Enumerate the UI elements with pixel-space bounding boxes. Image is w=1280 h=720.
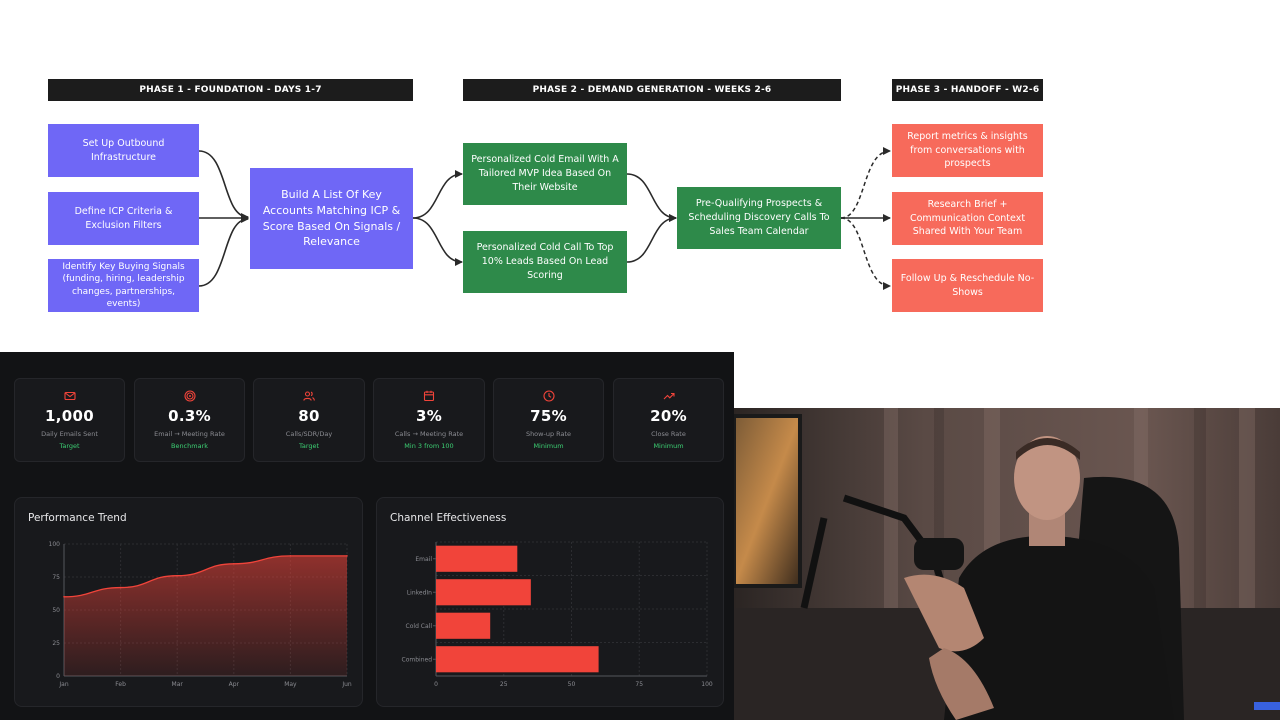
x-tick-label: Jan [58, 681, 68, 688]
trend-point [63, 596, 65, 598]
kpi-sub: Minimum [533, 442, 564, 450]
kpi-sub: Target [298, 442, 320, 450]
node-outbound-infrastructure: Set Up Outbound Infrastructure [48, 124, 199, 177]
trending-up-icon [663, 392, 675, 400]
x-tick-label: Mar [172, 681, 184, 688]
connector-prequal-followup [840, 217, 891, 290]
person-body [944, 535, 1174, 720]
kpi-label: Email → Meeting Rate [154, 430, 225, 438]
trend-point [233, 563, 235, 565]
person-head [1014, 436, 1080, 520]
x-tick-label: Feb [115, 681, 126, 688]
trend-point [119, 586, 122, 589]
kpi-label: Calls → Meeting Rate [394, 430, 464, 438]
phase-2-header: PHASE 2 - DEMAND GENERATION - WEEKS 2-6 [463, 79, 841, 101]
kpi-sub: Minimum [653, 442, 684, 450]
channel-effectiveness-title: Channel Effectiveness [390, 512, 507, 524]
kpi-value: 20% [650, 407, 687, 425]
kpi-card-show-up-rate: 75% Show-up Rate Minimum [493, 378, 604, 462]
kpi-sub: Benchmark [170, 442, 209, 450]
y-tick-label: 0 [56, 673, 60, 680]
node-research-brief: Research Brief + Communication Context S… [892, 192, 1043, 245]
y-tick-label: Combined [402, 656, 433, 663]
y-tick-label: 25 [52, 640, 60, 647]
kpi-sub: Min 3 from 100 [404, 442, 454, 450]
x-tick-label: 50 [568, 681, 576, 688]
bar-cold-call [436, 612, 491, 639]
kpi-card-calls-meeting-rate: 3% Calls → Meeting Rate Min 3 from 100 [373, 378, 485, 462]
kpi-label: Daily Emails Sent [41, 430, 98, 438]
presenter-photo [734, 408, 1280, 720]
x-tick-label: May [284, 681, 297, 688]
presenter-webcam-video [734, 408, 1280, 720]
x-tick-label: Apr [229, 681, 240, 688]
connector-outbound-accounts [198, 150, 249, 221]
monitor [734, 416, 800, 586]
bar-email [436, 545, 518, 572]
node-pre-qualifying: Pre-Qualifying Prospects & Scheduling Di… [677, 187, 841, 249]
kpi-card-close-rate: 20% Close Rate Minimum [613, 378, 724, 462]
connector-accounts-email [412, 170, 463, 219]
x-tick-label: 25 [500, 681, 508, 688]
x-tick-label: 100 [701, 681, 713, 688]
connector-prequal-report [840, 147, 891, 219]
phase-1-header: PHASE 1 - FOUNDATION - DAYS 1-7 [48, 79, 413, 101]
kpi-card-daily-emails: 1,000 Daily Emails Sent Target [14, 378, 125, 462]
target-icon [183, 390, 196, 402]
y-tick-label: 50 [52, 607, 60, 614]
node-report-metrics: Report metrics & insights from conversat… [892, 124, 1043, 177]
node-cold-email: Personalized Cold Email With A Tailored … [463, 143, 627, 205]
y-tick-label: LinkedIn [407, 589, 432, 596]
trend-point [289, 555, 292, 557]
node-buying-signals: Identify Key Buying Signals (funding, hi… [48, 259, 199, 312]
node-follow-up: Follow Up & Reschedule No-Shows [892, 259, 1043, 312]
led-light [1254, 702, 1280, 710]
x-tick-label: 0 [434, 681, 438, 688]
kpi-label: Show-up Rate [525, 430, 572, 438]
y-tick-label: 100 [49, 541, 61, 548]
kpi-value: 0.3% [168, 407, 211, 425]
phase-3-header: PHASE 3 - HANDOFF - W2-6 [892, 79, 1043, 101]
mail-icon [63, 391, 76, 401]
connector-call-prequal [626, 214, 677, 263]
calendar-icon [423, 390, 435, 402]
kpi-label: Calls/SDR/Day [285, 430, 333, 438]
kpi-value: 80 [298, 407, 320, 425]
bar-combined [436, 646, 599, 673]
kpi-value: 75% [530, 407, 567, 425]
kpi-value: 3% [415, 407, 443, 425]
kpi-card-calls-per-sdr: 80 Calls/SDR/Day Target [253, 378, 365, 462]
performance-trend-title: Performance Trend [28, 512, 127, 524]
kpi-value: 1,000 [45, 407, 94, 425]
metrics-dashboard: 1,000 Daily Emails Sent Target 0.3% Emai… [0, 352, 734, 720]
y-tick-label: Cold Call [406, 623, 433, 630]
kpi-label: Close Rate [651, 430, 686, 438]
connector-signals-accounts [198, 215, 249, 287]
users-icon [303, 391, 315, 401]
connector-email-prequal [626, 173, 677, 222]
bar-linkedin [436, 579, 531, 606]
node-cold-call: Personalized Cold Call To Top 10% Leads … [463, 231, 627, 293]
clock-icon [542, 390, 555, 402]
x-tick-label: 75 [635, 681, 643, 688]
node-key-accounts: Build A List Of Key Accounts Matching IC… [250, 168, 413, 269]
y-tick-label: Email [415, 556, 432, 563]
x-tick-label: Jun [341, 681, 352, 688]
microphone [914, 538, 964, 570]
kpi-card-email-meeting-rate: 0.3% Email → Meeting Rate Benchmark [134, 378, 245, 462]
trend-point [176, 574, 178, 577]
flow-connectors [198, 147, 891, 290]
person-hand [904, 574, 984, 652]
node-icp-criteria: Define ICP Criteria & Exclusion Filters [48, 192, 199, 245]
connector-accounts-call [412, 217, 463, 266]
kpi-sub: Target [59, 442, 80, 450]
trend-area [64, 555, 347, 676]
trend-point [346, 555, 348, 557]
y-tick-label: 75 [52, 574, 60, 581]
